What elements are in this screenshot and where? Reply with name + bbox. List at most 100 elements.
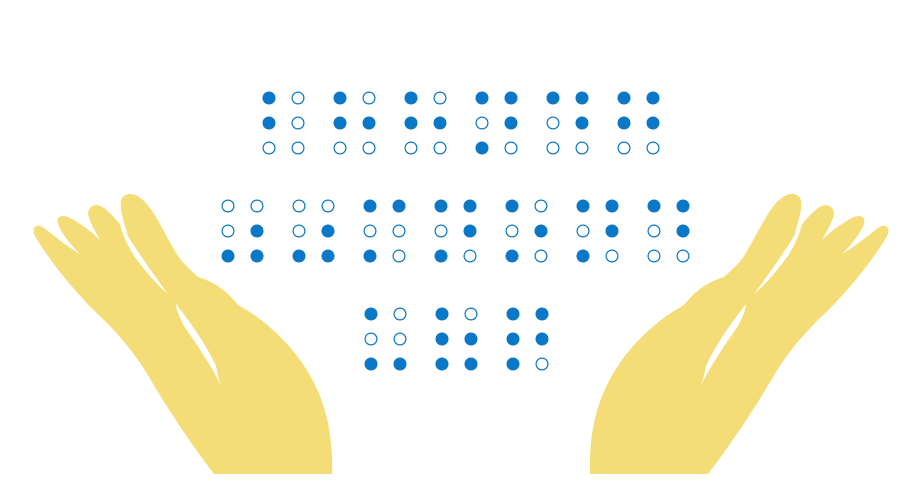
braille-dot-raised <box>363 199 377 213</box>
braille-dot-flat <box>362 141 376 155</box>
braille-dot-flat <box>404 141 418 155</box>
braille-dot-flat <box>434 224 448 238</box>
braille-dot-flat <box>292 224 306 238</box>
braille-dot-raised <box>364 307 378 321</box>
braille-dot-raised <box>250 224 264 238</box>
braille-dot-flat <box>534 199 548 213</box>
braille-dot-flat <box>646 141 660 155</box>
braille-dot-raised <box>605 199 619 213</box>
braille-cell <box>434 199 477 263</box>
braille-dot-raised <box>605 224 619 238</box>
braille-dot-raised <box>404 116 418 130</box>
braille-dot-raised <box>535 307 549 321</box>
braille-text <box>221 91 690 371</box>
braille-dot-flat <box>392 224 406 238</box>
braille-cell <box>262 91 305 155</box>
braille-dot-raised <box>362 116 376 130</box>
braille-cell <box>475 91 518 155</box>
braille-dot-flat <box>364 332 378 346</box>
braille-dot-flat <box>333 141 347 155</box>
braille-dot-raised <box>463 199 477 213</box>
braille-cell <box>292 199 335 263</box>
braille-row <box>262 91 660 155</box>
braille-dot-flat <box>262 141 276 155</box>
braille-cell <box>506 307 549 371</box>
braille-dot-flat <box>505 224 519 238</box>
braille-dot-raised <box>262 116 276 130</box>
braille-dot-flat <box>291 91 305 105</box>
braille-dot-raised <box>292 249 306 263</box>
braille-dot-raised <box>333 91 347 105</box>
braille-dot-flat <box>393 307 407 321</box>
braille-cell <box>505 199 548 263</box>
braille-dot-raised <box>392 199 406 213</box>
braille-dot-flat <box>546 116 560 130</box>
braille-dot-flat <box>393 332 407 346</box>
braille-dot-raised <box>506 357 520 371</box>
braille-dot-raised <box>433 116 447 130</box>
braille-dot-flat <box>221 224 235 238</box>
braille-dot-flat <box>617 141 631 155</box>
braille-dot-flat <box>321 199 335 213</box>
braille-dot-raised <box>576 249 590 263</box>
braille-dot-raised <box>435 332 449 346</box>
braille-dot-flat <box>575 141 589 155</box>
braille-dot-raised <box>576 199 590 213</box>
braille-row <box>364 307 549 371</box>
braille-dot-raised <box>676 224 690 238</box>
braille-dot-raised <box>505 199 519 213</box>
braille-dot-raised <box>434 249 448 263</box>
braille-dot-flat <box>605 249 619 263</box>
braille-dot-raised <box>464 332 478 346</box>
braille-dot-raised <box>475 91 489 105</box>
braille-dot-raised <box>506 332 520 346</box>
braille-dot-flat <box>362 91 376 105</box>
braille-dot-flat <box>546 141 560 155</box>
braille-dot-raised <box>434 199 448 213</box>
braille-dot-raised <box>504 91 518 105</box>
braille-dot-flat <box>535 357 549 371</box>
braille-dot-raised <box>617 116 631 130</box>
braille-dot-flat <box>250 199 264 213</box>
braille-dot-flat <box>433 91 447 105</box>
braille-dot-flat <box>647 224 661 238</box>
braille-dot-flat <box>504 141 518 155</box>
braille-dot-flat <box>291 141 305 155</box>
braille-dot-flat <box>676 249 690 263</box>
braille-dot-flat <box>363 224 377 238</box>
braille-dot-raised <box>575 91 589 105</box>
braille-dot-raised <box>535 332 549 346</box>
braille-dot-raised <box>647 199 661 213</box>
braille-dot-raised <box>546 91 560 105</box>
braille-dot-flat <box>463 249 477 263</box>
braille-dot-raised <box>363 249 377 263</box>
braille-dot-raised <box>262 91 276 105</box>
braille-dot-raised <box>435 307 449 321</box>
braille-row <box>221 199 690 263</box>
braille-cell <box>363 199 406 263</box>
braille-cell <box>435 307 478 371</box>
braille-dot-raised <box>463 224 477 238</box>
left-hand <box>33 193 333 474</box>
braille-dot-flat <box>576 224 590 238</box>
braille-cell <box>617 91 660 155</box>
braille-dot-raised <box>575 116 589 130</box>
right-hand <box>589 193 889 474</box>
braille-cell <box>576 199 619 263</box>
braille-dot-raised <box>464 357 478 371</box>
braille-cell <box>647 199 690 263</box>
braille-dot-raised <box>393 357 407 371</box>
braille-cell <box>546 91 589 155</box>
braille-dot-raised <box>646 91 660 105</box>
braille-dot-raised <box>321 249 335 263</box>
braille-cell <box>364 307 407 371</box>
braille-cell <box>333 91 376 155</box>
braille-dot-flat <box>433 141 447 155</box>
braille-dot-raised <box>221 249 235 263</box>
braille-dot-raised <box>504 116 518 130</box>
braille-dot-raised <box>505 249 519 263</box>
braille-cell <box>221 199 264 263</box>
braille-dot-raised <box>321 224 335 238</box>
braille-dot-flat <box>647 249 661 263</box>
